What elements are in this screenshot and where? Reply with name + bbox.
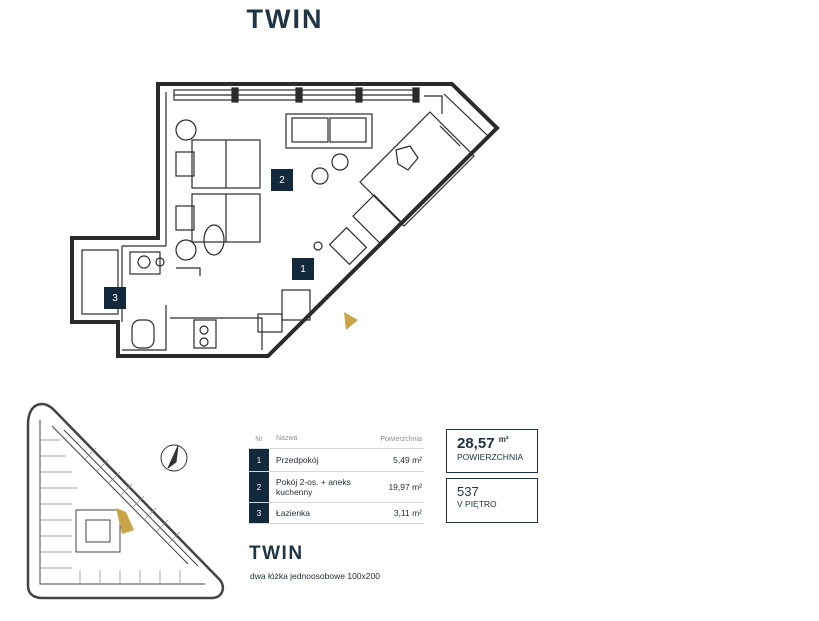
entrance-marker: [344, 312, 358, 330]
compass-icon: [160, 444, 188, 472]
row-nr: 3: [249, 503, 269, 523]
rooms-table-header: Nr Nazwa Powierzchnia: [248, 430, 424, 449]
table-row: 1 Przedpokój 5,49 m²: [248, 449, 424, 472]
room-marker-2: 2: [271, 169, 293, 191]
unit-number: 537: [457, 484, 479, 499]
row-name: Przedpokój: [276, 455, 319, 465]
table-row: 2 Pokój 2-os. + aneks kuchenny 19,97 m²: [248, 472, 424, 503]
row-area: 19,97 m²: [388, 482, 422, 492]
apartment-type-title: TWIN: [249, 543, 304, 564]
apartment-walls: [70, 82, 500, 358]
table-row: 3 Łazienka 3,11 m²: [248, 503, 424, 524]
area-summary-box: 28,57 m² POWIERZCHNIA: [446, 429, 538, 473]
floor-label: V PIĘTRO: [457, 499, 497, 509]
apartment-highlight: [116, 508, 134, 534]
header-nr: Nr: [255, 435, 263, 443]
row-nr: 1: [249, 449, 269, 471]
total-area: 28,57 m²: [457, 435, 509, 452]
header-area: Powierzchnia: [380, 435, 422, 443]
room-marker-1: 1: [292, 258, 314, 280]
row-name: Pokój 2-os. + aneks kuchenny: [276, 477, 351, 497]
rooms-table: Nr Nazwa Powierzchnia 1 Przedpokój 5,49 …: [248, 430, 424, 524]
unit-summary-box: 537 V PIĘTRO: [446, 478, 538, 523]
header-name: Nazwa: [276, 435, 298, 442]
apartment-type-subtitle: dwa łóżka jednoosobowe 100x200: [250, 571, 380, 581]
room-marker-3: 3: [104, 287, 126, 309]
row-name: Łazienka: [276, 508, 311, 518]
row-area: 5,49 m²: [393, 455, 422, 465]
row-nr: 2: [249, 472, 269, 502]
row-area: 3,11 m²: [393, 508, 422, 518]
building-location-map: [26, 402, 224, 600]
area-label: POWIERZCHNIA: [457, 452, 524, 462]
plan-title: TWIN: [246, 4, 324, 34]
